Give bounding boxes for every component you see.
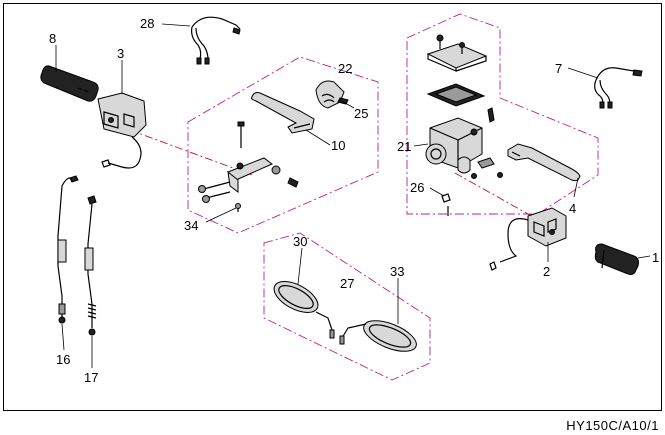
callout-4: 4 [569,201,576,216]
bracket-34-part [198,121,299,212]
callout-17: 17 [84,370,98,385]
mirror-30-part [273,281,335,339]
callout-26: 26 [410,180,424,195]
callout-7: 7 [555,61,562,76]
right-grip-part [594,243,639,275]
callout-27: 27 [340,276,354,291]
cable-17-part [84,195,97,336]
cable-16-part [57,175,79,324]
wire-lead-7-part [594,67,643,109]
callout-30: 30 [293,234,307,249]
axis-left-switch [129,129,253,176]
callout-34: 34 [184,218,198,233]
mirror-33-part [339,320,417,352]
figure-code: HY150C/A10/1 [566,418,659,433]
group-boundary-27 [263,232,431,381]
leader-28 [161,23,191,27]
diagram-frame [3,3,662,411]
leader-25 [339,99,355,109]
switch-cover-25-part [315,80,349,109]
leader-21 [413,143,429,147]
leader-30 [297,247,303,285]
group-boundary-22 [187,56,379,234]
callout-16: 16 [56,352,70,367]
callout-2: 2 [543,264,550,279]
leader-4 [573,177,579,198]
leader-16 [61,323,65,351]
brake-lever-4-part [507,143,581,182]
group-boundary-right-assembly [406,13,599,215]
callout-3: 3 [117,46,124,61]
callout-28: 28 [140,16,154,31]
callout-1: 1 [652,250,659,265]
leader-10 [305,129,331,146]
leader-1 [637,255,651,259]
left-switch-housing-part [97,92,147,169]
callout-21: 21 [397,139,411,154]
callout-22: 22 [338,61,352,76]
left-grip-part [40,65,99,102]
right-switch-housing-part [489,207,567,271]
lever-10-part [251,92,315,134]
master-cylinder-21-part [425,34,503,216]
callout-33: 33 [390,264,404,279]
leader-26 [429,187,445,197]
callout-8: 8 [49,31,56,46]
leader-34 [205,207,237,223]
leader-7 [567,67,599,79]
wire-lead-28-part [191,16,241,65]
callout-10: 10 [331,138,345,153]
callout-25: 25 [354,106,368,121]
